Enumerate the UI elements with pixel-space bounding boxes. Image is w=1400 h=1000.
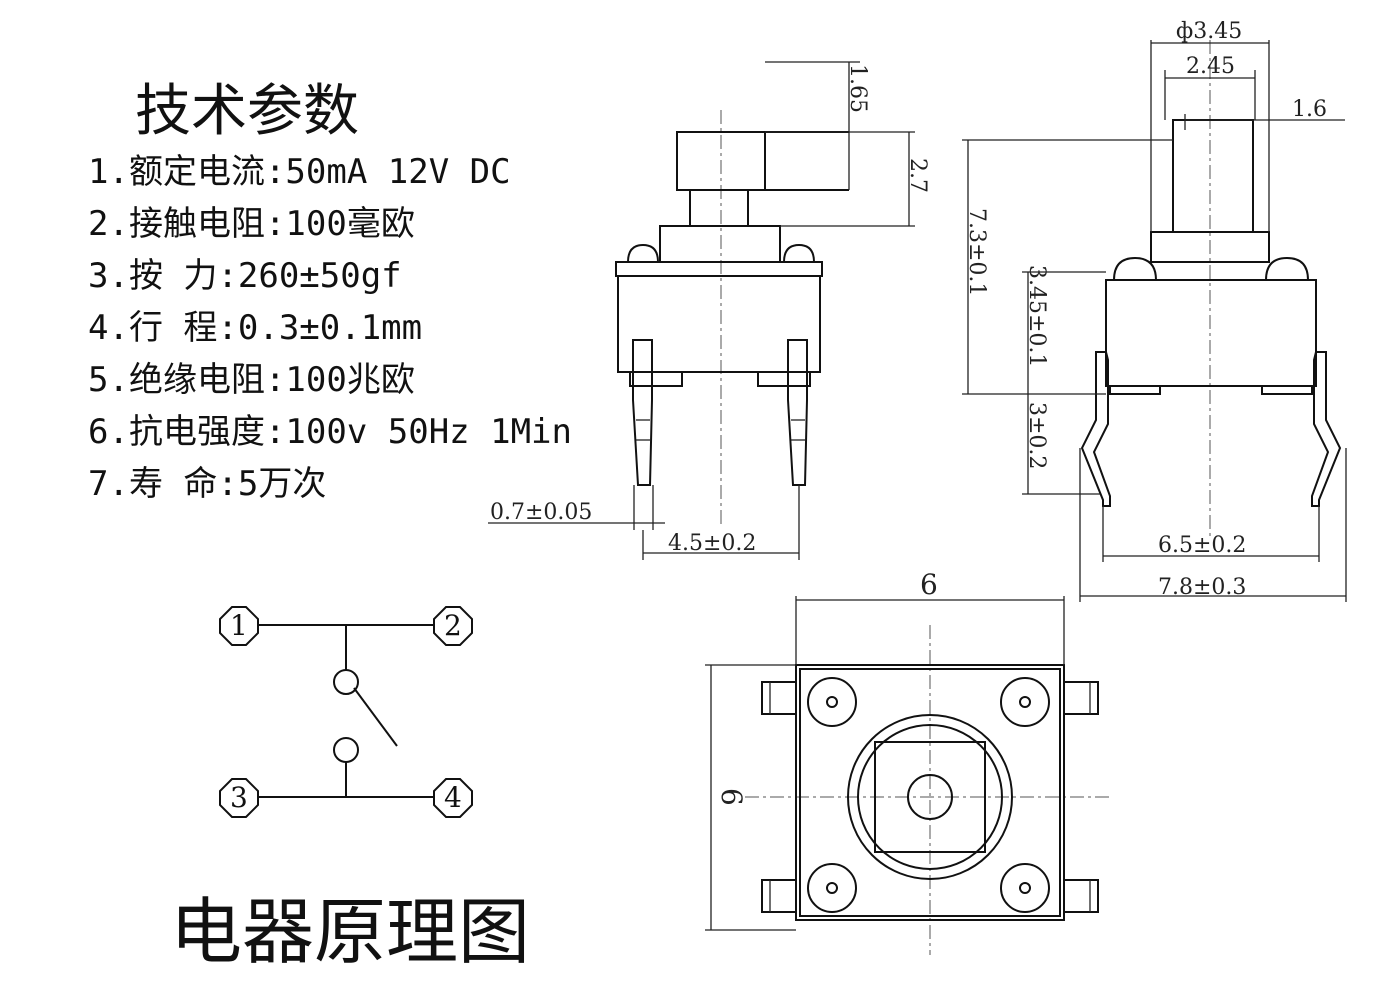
front-collar bbox=[659, 225, 781, 263]
top-body-inner bbox=[799, 668, 1061, 917]
spec-life: 7.寿 命:5万次 bbox=[88, 464, 326, 504]
dim-pin-outer: 7.8±0.3 bbox=[1158, 575, 1246, 600]
side-pin-left bbox=[1080, 351, 1111, 507]
front-bump-left bbox=[627, 243, 659, 263]
dim-stem-width: 2.45 bbox=[1186, 54, 1235, 79]
front-body-top bbox=[615, 261, 823, 277]
dim-top-height: 6 bbox=[715, 788, 748, 806]
dim-pin-spacing: 4.5±0.2 bbox=[668, 531, 756, 556]
spec-dielectric-strength: 6.抗电强度:100v 50Hz 1Min bbox=[88, 412, 572, 452]
spec-contact-resistance: 2.接触电阻:100毫欧 bbox=[88, 204, 415, 244]
side-body bbox=[1105, 279, 1317, 387]
top-actuator-ring-inner bbox=[857, 724, 1003, 870]
dim-cap-offset: 1.6 bbox=[1292, 97, 1327, 122]
top-terminal-1 bbox=[761, 681, 797, 715]
dim-body-height: 3.45±0.1 bbox=[1024, 265, 1049, 367]
dim-cap-height: 1.65 bbox=[845, 64, 870, 113]
schematic-pin-1 bbox=[219, 606, 259, 646]
schematic-pin-1-label: 1 bbox=[230, 609, 248, 642]
dim-pin-width: 0.7±0.05 bbox=[490, 500, 592, 525]
dim-pin-length: 3±0.2 bbox=[1024, 402, 1049, 469]
schematic-title: 电器原理图 bbox=[170, 890, 530, 974]
top-post-1 bbox=[807, 677, 857, 727]
schematic-pin-2-label: 2 bbox=[444, 609, 462, 642]
spec-insulation-resistance: 5.绝缘电阻:100兆欧 bbox=[88, 360, 415, 400]
front-stem bbox=[689, 189, 749, 227]
front-pin-right bbox=[787, 339, 808, 486]
top-view: 6 6 bbox=[705, 568, 1112, 955]
spec-travel: 4.行 程:0.3±0.1mm bbox=[88, 308, 422, 348]
top-terminal-3 bbox=[761, 879, 797, 913]
front-view: 1.65 2.7 0.7±0.05 4.5±0.2 bbox=[488, 61, 930, 560]
schematic-contact-top bbox=[333, 669, 359, 695]
side-view: ф3.45 2.45 1.6 7.3±0.1 3.45±0.1 3±0.2 6.… bbox=[962, 19, 1347, 602]
side-bump-right bbox=[1265, 256, 1309, 281]
top-actuator-ring-outer bbox=[847, 714, 1013, 880]
schematic-pin-2 bbox=[433, 606, 473, 646]
top-body-outer bbox=[795, 664, 1065, 921]
side-collar bbox=[1150, 231, 1270, 263]
top-post-3 bbox=[807, 863, 857, 913]
dim-cap-diameter: ф3.45 bbox=[1176, 19, 1242, 44]
side-bump-left bbox=[1113, 256, 1157, 281]
side-cap bbox=[1172, 119, 1254, 233]
spec-title: 技术参数 bbox=[135, 79, 359, 144]
dim-top-width: 6 bbox=[920, 568, 938, 601]
top-post-2 bbox=[1000, 677, 1050, 727]
spec-rated-current: 1.额定电流:50mA 12V DC bbox=[88, 152, 511, 192]
dim-total-height: 7.3±0.1 bbox=[964, 208, 989, 296]
top-actuator-center bbox=[907, 774, 953, 820]
spec-panel: 技术参数 1.额定电流:50mA 12V DC 2.接触电阻:100毫欧 3.按… bbox=[88, 79, 572, 504]
spec-operating-force: 3.按 力:260±50gf bbox=[88, 256, 402, 296]
side-pin-right bbox=[1311, 351, 1342, 507]
top-terminal-4 bbox=[1063, 879, 1099, 913]
schematic-switch-lever bbox=[353, 687, 398, 747]
front-body bbox=[617, 275, 821, 373]
front-pin-left bbox=[632, 339, 653, 486]
schematic-pin-3 bbox=[219, 778, 259, 818]
schematic: 1 2 3 4 电器原理图 bbox=[170, 606, 530, 974]
schematic-pin-4-label: 4 bbox=[444, 781, 462, 814]
top-actuator-square bbox=[874, 741, 986, 853]
dim-stem-height: 2.7 bbox=[905, 158, 930, 193]
schematic-contact-bottom bbox=[333, 737, 359, 763]
top-post-4 bbox=[1000, 863, 1050, 913]
schematic-pin-3-label: 3 bbox=[230, 781, 248, 814]
top-terminal-2 bbox=[1063, 681, 1099, 715]
front-bump-right bbox=[783, 243, 815, 263]
dim-pin-inner: 6.5±0.2 bbox=[1158, 533, 1246, 558]
schematic-pin-4 bbox=[433, 778, 473, 818]
